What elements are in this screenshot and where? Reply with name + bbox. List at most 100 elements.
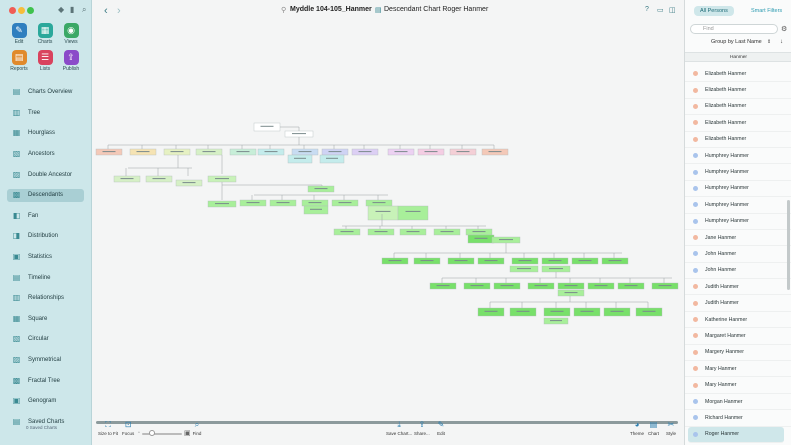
node-label-line — [328, 151, 342, 153]
sidebar-item-symmetrical[interactable]: ▨ Symmetrical — [12, 355, 62, 365]
person-node[interactable] — [287, 154, 313, 164]
person-node[interactable] — [603, 307, 631, 317]
person-list-item[interactable]: Humphrey Hanmer — [685, 181, 791, 198]
person-list-item[interactable]: Elizabeth Hanmer — [685, 66, 791, 83]
node-label-line — [405, 210, 421, 212]
person-node[interactable] — [477, 307, 505, 317]
sidebar-item-fractal-tree[interactable]: ▩ Fractal Tree — [12, 375, 61, 385]
person-node[interactable] — [367, 205, 399, 221]
person-list-item[interactable]: Humphrey Hanmer — [685, 214, 791, 230]
person-node[interactable] — [543, 307, 571, 317]
person-list-item[interactable]: Elizabeth Hanmer — [685, 82, 791, 99]
minimize-window-button[interactable] — [18, 7, 25, 14]
sidebar-item-square[interactable]: ▦ Square — [12, 313, 48, 323]
zoom-window-button[interactable] — [27, 7, 34, 14]
sidebar-item-genogram[interactable]: ▣ Genogram — [12, 396, 57, 406]
person-list-item[interactable]: Jane Hanmer — [685, 230, 791, 247]
vertical-scrollbar[interactable] — [787, 200, 790, 290]
share-button[interactable]: ⇪ Share... — [414, 420, 430, 436]
theme-button[interactable]: ◕ Theme — [630, 420, 645, 436]
person-node[interactable] — [319, 154, 345, 164]
save-chart-button[interactable]: ⤓ Save Chart... — [386, 420, 413, 436]
focus-button[interactable]: ⊡ Focus — [122, 420, 135, 436]
forward-arrow-icon[interactable]: › — [117, 5, 121, 17]
person-node[interactable] — [573, 307, 601, 317]
sidebar-item-hourglass[interactable]: ▦ Hourglass — [12, 128, 56, 138]
gender-dot-icon — [693, 87, 698, 93]
zoom-slider-knob[interactable] — [149, 430, 155, 436]
edit-button[interactable]: ✎ Edit — [437, 420, 445, 436]
person-node[interactable] — [397, 205, 429, 221]
person-list-item[interactable]: Humphrey Hanmer — [685, 164, 791, 181]
charts-button[interactable]: ▦ Charts — [37, 23, 53, 45]
sidebar-toggle-icon[interactable]: ◫ — [669, 7, 676, 14]
sidebar-item-double-ancestor[interactable]: ▨ Double Ancestor — [12, 169, 73, 179]
horizontal-scrollbar[interactable] — [96, 421, 678, 424]
zoom-in-icon[interactable]: ▣ — [184, 430, 191, 437]
find-button[interactable]: ⌕ Find — [192, 420, 202, 436]
person-list-item[interactable]: Mary Hanmer — [685, 377, 791, 394]
person-list-item[interactable]: Margery Hanmer — [685, 345, 791, 362]
size-to-fit-button[interactable]: ⛶ Size to Fit — [98, 420, 119, 436]
window-layout-icon[interactable]: ▭ — [657, 7, 664, 14]
gender-dot-icon — [693, 267, 698, 273]
tab-all-persons[interactable]: All Persons — [694, 6, 734, 16]
find-input[interactable]: Find — [690, 24, 778, 34]
reports-button[interactable]: ▤ Reports — [10, 50, 28, 72]
close-window-button[interactable] — [9, 7, 16, 14]
gear-icon[interactable]: ⚙ — [781, 26, 788, 33]
chart-button[interactable]: ▤ Chart — [648, 420, 660, 436]
sidebar-item-fan[interactable]: ◧ Fan — [12, 210, 39, 220]
sidebar-item-descendants[interactable]: ▩ Descendants — [0, 185, 92, 206]
chevron-updown-icon[interactable]: ⇕ — [767, 39, 772, 45]
sidebar-item-relationships[interactable]: ▥ Relationships — [12, 293, 65, 303]
person-list-item[interactable]: John Hanmer — [685, 263, 791, 280]
help-icon[interactable]: ? — [645, 6, 649, 13]
lists-button[interactable]: ☰ Lists — [32, 50, 58, 72]
root-person-node[interactable] — [253, 122, 281, 132]
publish-button[interactable]: ⇪ Publish — [62, 50, 80, 72]
person-list-item[interactable]: Judith Hanmer — [685, 295, 791, 312]
gender-dot-icon — [693, 284, 698, 290]
edit-button[interactable]: ✎ Edit — [6, 23, 32, 45]
sidebar-item-timeline[interactable]: ▤ Timeline — [12, 272, 51, 282]
sidebar-item-circular[interactable]: ▧ Circular — [12, 334, 49, 344]
back-arrow-icon[interactable]: ‹ — [104, 5, 108, 17]
person-list-item[interactable]: Katherine Hanmer — [685, 312, 791, 329]
sidebar-item-tree[interactable]: ▥ Tree — [12, 107, 41, 117]
person-list-item[interactable]: Mary Hanmer — [685, 361, 791, 378]
person-list-item[interactable]: Elizabeth Hanmer — [685, 132, 791, 148]
sort-order-icon[interactable]: ↓ — [780, 39, 783, 45]
views-button[interactable]: ◉ Views — [63, 23, 79, 45]
node-label-line — [372, 202, 386, 204]
person-list-item[interactable]: Margaret Hanmer — [685, 328, 791, 345]
bookmark-icon[interactable]: ▮ — [70, 5, 75, 14]
person-node[interactable] — [509, 307, 537, 317]
zoom-slider[interactable] — [142, 433, 182, 435]
sidebar-item-ancestors[interactable]: ▧ Ancestors — [12, 149, 55, 159]
person-list-item[interactable]: Roger Hanmer — [688, 426, 784, 443]
tag-icon[interactable]: ◆ — [58, 5, 65, 14]
tab-smart-filters[interactable]: Smart Filters — [751, 8, 783, 14]
person-list-item[interactable]: John Hanmer — [685, 246, 791, 263]
sidebar-item-charts-overview[interactable]: ▤ Charts Overview — [12, 87, 73, 97]
search-icon[interactable]: ⌕ — [82, 5, 87, 14]
person-list-item[interactable]: Humphrey Hanmer — [685, 197, 791, 214]
sidebar-item-statistics[interactable]: ▣ Statistics — [12, 252, 53, 262]
sidebar-item-distribution[interactable]: ◨ Distribution — [12, 231, 59, 241]
person-node[interactable] — [467, 234, 495, 244]
person-list-item[interactable]: Elizabeth Hanmer — [685, 99, 791, 116]
group-by-select[interactable]: Group by Last Name — [711, 39, 762, 45]
zoom-out-icon[interactable]: ▫ — [138, 430, 140, 436]
node-label-line — [292, 133, 306, 135]
person-list-item[interactable]: Morgan Hanmer — [685, 394, 791, 411]
person-list-item[interactable]: Elizabeth Hanmer — [685, 115, 791, 132]
person-list-item[interactable]: Richard Hanmer — [685, 410, 791, 427]
person-node[interactable] — [303, 205, 329, 215]
person-list-item[interactable]: Humphrey Hanmer — [685, 148, 791, 165]
person-node[interactable] — [635, 307, 663, 317]
style-button[interactable]: ✂ Style — [666, 420, 677, 436]
person-list-item[interactable]: Judith Hanmer — [685, 279, 791, 296]
descendant-chart-canvas[interactable] — [92, 0, 684, 445]
